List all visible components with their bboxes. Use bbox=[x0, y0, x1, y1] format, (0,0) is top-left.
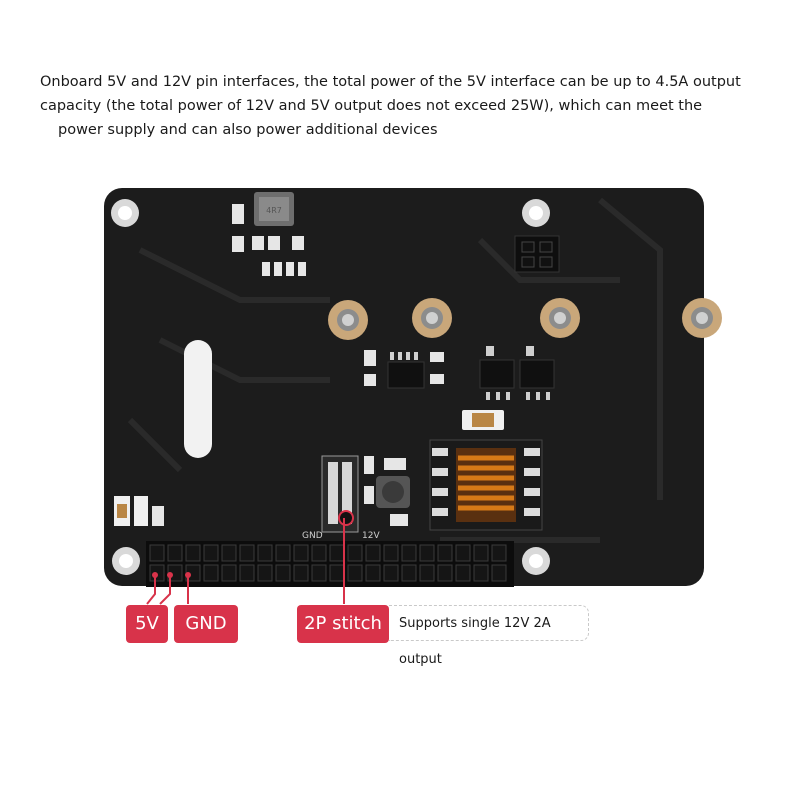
stitch-note: Supports single 12V 2A output bbox=[389, 605, 589, 667]
smd-parts-top bbox=[232, 204, 306, 276]
header-socket bbox=[437, 564, 453, 582]
header-socket bbox=[203, 544, 219, 562]
pcb-traces bbox=[127, 197, 663, 543]
description-line-1: Onboard 5V and 12V pin interfaces, the t… bbox=[40, 74, 741, 90]
header-socket bbox=[365, 544, 381, 562]
header-socket bbox=[473, 544, 489, 562]
description-text: Onboard 5V and 12V pin interfaces, the t… bbox=[40, 70, 760, 142]
pointer-lines bbox=[146, 518, 345, 605]
header-socket bbox=[401, 544, 417, 562]
header-socket bbox=[383, 544, 399, 562]
header-socket bbox=[149, 544, 165, 562]
inductor-text: 4R7 bbox=[266, 206, 282, 215]
header-socket bbox=[167, 544, 183, 562]
gpio-header-40pin bbox=[146, 541, 514, 587]
header-socket bbox=[221, 564, 237, 582]
left-capacitors bbox=[114, 496, 164, 526]
pointer-dots bbox=[152, 572, 191, 578]
description-line-3: power supply and can also power addition… bbox=[58, 122, 438, 138]
header-socket bbox=[311, 564, 327, 582]
ic-pins bbox=[390, 346, 550, 400]
ic-chips bbox=[387, 359, 555, 389]
header-socket bbox=[491, 564, 507, 582]
header-socket bbox=[347, 564, 363, 582]
header-socket bbox=[203, 564, 219, 582]
white-slot bbox=[184, 340, 212, 458]
pin-header-2x2 bbox=[514, 235, 560, 273]
header-socket bbox=[329, 564, 345, 582]
header-socket bbox=[401, 564, 417, 582]
header-socket bbox=[275, 544, 291, 562]
header-socket bbox=[455, 564, 471, 582]
transformer bbox=[429, 439, 543, 531]
header-socket bbox=[473, 564, 489, 582]
header-socket bbox=[311, 544, 327, 562]
header-socket bbox=[437, 544, 453, 562]
label-gnd: GND bbox=[174, 605, 238, 643]
header-socket bbox=[257, 564, 273, 582]
header-socket bbox=[365, 564, 381, 582]
header-socket bbox=[257, 544, 273, 562]
description-line-2: capacity (the total power of 12V and 5V … bbox=[40, 98, 703, 114]
header-socket bbox=[419, 544, 435, 562]
header-socket bbox=[275, 564, 291, 582]
silkscreen-gnd: GND bbox=[302, 531, 323, 541]
header-socket bbox=[329, 544, 345, 562]
smd-parts-mid bbox=[364, 350, 444, 386]
header-socket bbox=[221, 544, 237, 562]
smd-parts-lower bbox=[364, 456, 408, 526]
header-socket bbox=[185, 544, 201, 562]
header-socket bbox=[239, 544, 255, 562]
header-socket bbox=[293, 564, 309, 582]
silkscreen-12v: 12V bbox=[362, 531, 380, 541]
header-socket bbox=[239, 564, 255, 582]
header-socket bbox=[383, 564, 399, 582]
two-pin-stitch-connector bbox=[321, 455, 359, 533]
top-inductor: 4R7 bbox=[254, 192, 294, 226]
label-5v: 5V bbox=[126, 605, 168, 643]
mounting-holes bbox=[111, 199, 550, 575]
header-socket bbox=[419, 564, 435, 582]
header-socket bbox=[293, 544, 309, 562]
brass-standoffs bbox=[328, 298, 722, 340]
header-socket bbox=[455, 544, 471, 562]
header-socket bbox=[491, 544, 507, 562]
header-socket bbox=[347, 544, 363, 562]
label-2p-stitch: 2P stitch bbox=[297, 605, 389, 643]
